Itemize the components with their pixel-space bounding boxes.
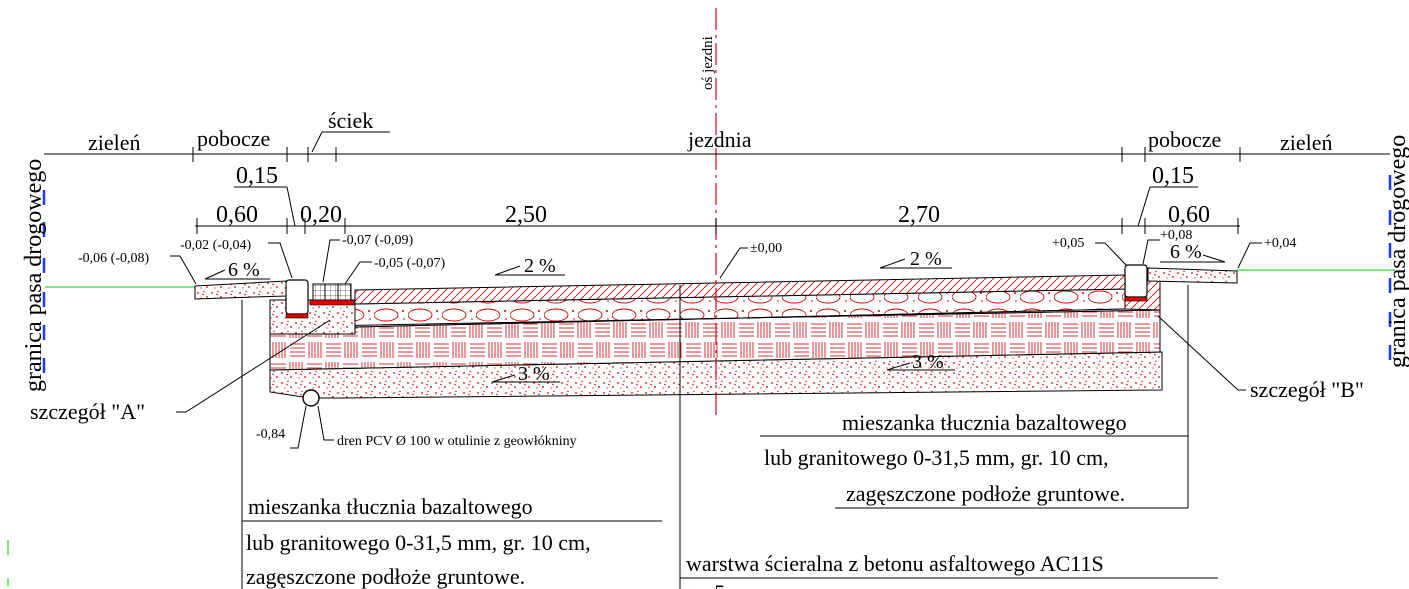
dimension-lines: [44, 131, 1390, 234]
left-curb: [285, 279, 309, 315]
zone-pobocze-left: pobocze: [197, 126, 270, 151]
elev-axis: ±0,00: [750, 241, 782, 256]
elev-left-outer: -0,06 (-0,08): [78, 251, 149, 266]
note-right-line-1: mieszanka tłucznia bazaltowego: [842, 410, 1127, 435]
elev-sciek-edge: -0,05 (-0,07): [374, 256, 445, 271]
right-curb-bedding: [1124, 296, 1148, 302]
zone-pobocze-right: pobocze: [1148, 127, 1221, 152]
zone-sciek: ściek: [328, 108, 373, 133]
note-right-line-2: lub granitowego 0-31,5 mm, gr. 10 cm,: [764, 445, 1109, 470]
gutter-bedding: [309, 299, 355, 306]
elev-right-curb-top: +0,08: [1160, 228, 1192, 243]
slope-base-right: 3 %: [912, 351, 944, 373]
slope-shoulder-left: 6 %: [228, 259, 260, 281]
boundary-label-right: granica pasa drogowego: [1385, 135, 1409, 368]
drain-label: dren PCV Ø 100 w otulinie z geowłókniny: [337, 434, 577, 449]
slope-road-right: 2 %: [910, 248, 942, 270]
zone-zielen-left: zieleń: [88, 130, 141, 155]
note-underlines: [242, 435, 1218, 579]
elev-sciek-top: -0,07 (-0,09): [342, 233, 413, 248]
left-shoulder: [194, 280, 287, 300]
slope-base-left: 3 %: [518, 363, 550, 385]
slope-shoulder-right: 6 %: [1170, 241, 1202, 263]
dim-015-right: 0,15: [1152, 163, 1194, 189]
elev-right-curb: +0,05: [1052, 236, 1084, 251]
gutter-blocks: [312, 283, 352, 301]
elevation-leaders: [170, 239, 1262, 449]
road-axis-label: oś jezdni: [700, 36, 716, 90]
elev-left-curb: -0,02 (-0,04): [180, 238, 251, 253]
slope-markers: [204, 254, 1226, 383]
dim-250: 2,50: [505, 202, 547, 228]
zone-jezdnia: jezdnia: [687, 127, 752, 152]
dim-015-left: 0,15: [236, 163, 278, 189]
right-curb: [1124, 264, 1148, 298]
dim-270: 2,70: [898, 202, 940, 228]
slope-road-left: 2 %: [524, 255, 556, 277]
dim-060-left: 0,60: [216, 202, 258, 228]
zone-zielen-right: zieleń: [1280, 130, 1333, 155]
note-bottom-line-1: warstwa ścieralna z betonu asfaltowego A…: [686, 551, 1104, 576]
left-curb-bedding: [285, 313, 309, 319]
boundary-label-left: granica pasa drogowego: [21, 159, 47, 392]
drain-pipe: [302, 389, 320, 407]
note-bottom-line-2: gr. 5 cm: [686, 580, 758, 589]
dim-020: 0,20: [300, 202, 342, 228]
elev-right-outer: +0,04: [1264, 236, 1296, 251]
detail-b-label: szczegół "B": [1250, 377, 1364, 402]
dim-060-right: 0,60: [1168, 202, 1210, 228]
note-left-line-2: lub granitowego 0-31,5 mm, gr. 10 cm,: [246, 530, 591, 555]
note-left-line-1: mieszanka tłucznia bazaltowego: [248, 494, 533, 519]
detail-a-label: szczegół "A": [30, 399, 145, 424]
elev-drain: -0,84: [256, 427, 285, 442]
right-shoulder: [1147, 267, 1238, 284]
note-right-line-3: zagęszczone podłoże gruntowe.: [846, 481, 1125, 506]
note-left-line-3: zagęszczone podłoże gruntowe.: [246, 564, 525, 589]
